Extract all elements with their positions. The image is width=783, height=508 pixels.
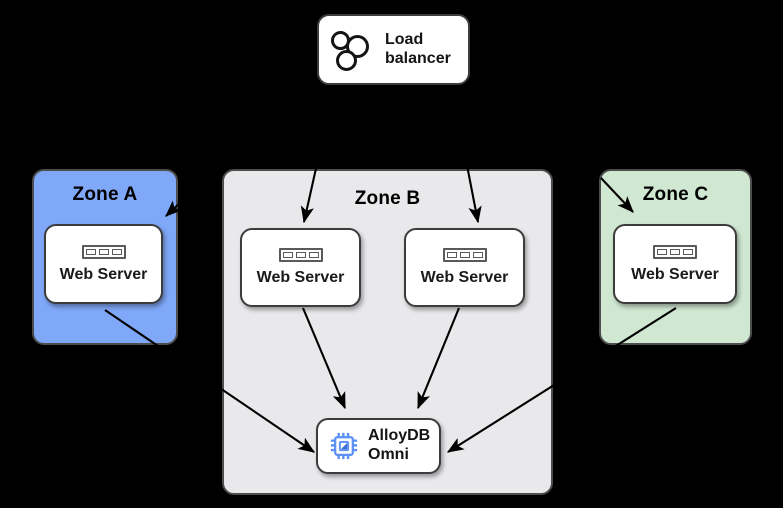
zone-b-label: Zone B xyxy=(354,188,421,209)
server-rack-icon xyxy=(442,248,487,262)
zone-a-web-server-node[interactable]: Web Server xyxy=(44,224,163,304)
load-balancer-node[interactable]: Load balancer xyxy=(317,14,470,85)
zone-a-label: Zone A xyxy=(72,184,138,205)
zone-b-web-server-2-node[interactable]: Web Server xyxy=(404,228,525,307)
alloydb-omni-node[interactable]: AlloyDB Omni xyxy=(316,418,441,474)
zone-c-web-server-node[interactable]: Web Server xyxy=(613,224,737,304)
zone-c-web-server-label: Web Server xyxy=(631,265,719,283)
server-rack-icon xyxy=(653,244,697,259)
zone-c-label: Zone C xyxy=(642,184,709,205)
load-balancer-label: Load balancer xyxy=(385,30,451,67)
zone-b-web-server-1-label: Web Server xyxy=(256,269,345,286)
server-rack-icon xyxy=(278,248,323,262)
three-circles-icon xyxy=(331,28,375,72)
zone-a-web-server-label: Web Server xyxy=(59,265,148,283)
server-rack-icon xyxy=(81,244,126,259)
cpu-chip-icon xyxy=(330,432,358,460)
alloydb-omni-label: AlloyDB Omni xyxy=(368,427,431,463)
zone-b-web-server-1-node[interactable]: Web Server xyxy=(240,228,361,307)
zone-b-web-server-2-label: Web Server xyxy=(420,269,509,286)
